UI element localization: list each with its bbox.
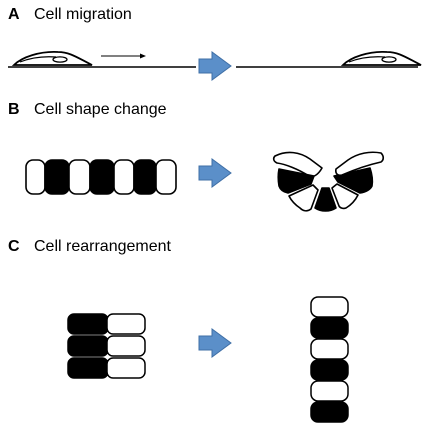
panel-c-label: C Cell rearrangement <box>8 238 171 256</box>
panel-a-diagram <box>8 51 422 81</box>
cell-light <box>310 296 349 318</box>
cell-dark <box>89 159 115 195</box>
cell-dark <box>310 359 349 381</box>
transition-arrow-a <box>198 51 232 81</box>
panel-b-diagram <box>25 151 385 212</box>
cell-sheet-before <box>67 313 146 379</box>
epithelial-row-flat <box>25 159 177 195</box>
cell-dark <box>67 335 109 357</box>
panel-c-letter: C <box>8 238 20 255</box>
cell-dark <box>44 159 70 195</box>
cell-dark <box>133 159 157 195</box>
wedge-cell-light <box>288 184 319 212</box>
cell-dark <box>310 401 349 423</box>
cell-dark <box>310 317 349 339</box>
panel-c-title: Cell rearrangement <box>34 238 171 255</box>
migrating-cell-before <box>11 51 93 66</box>
cell-light <box>310 380 349 402</box>
transition-arrow-b <box>198 158 232 188</box>
panel-b-title: Cell shape change <box>34 101 167 118</box>
wedge-cell-dark <box>277 168 315 194</box>
cell-light <box>68 159 91 195</box>
panel-a-title: Cell migration <box>34 6 132 23</box>
panel-a-label: A Cell migration <box>8 6 132 24</box>
cell-light <box>106 357 146 379</box>
cell-light <box>106 335 146 357</box>
panel-b-label: B Cell shape change <box>8 101 167 119</box>
cell-nucleus <box>381 56 397 63</box>
cell-light <box>113 159 135 195</box>
cell-light <box>155 159 177 195</box>
cell-dark <box>67 357 109 379</box>
migration-direction-arrow <box>101 53 146 59</box>
panel-b-letter: B <box>8 101 20 118</box>
cell-dark <box>67 313 109 335</box>
cell-nucleus <box>52 56 68 63</box>
wedge-cell-light <box>335 151 385 177</box>
cell-light <box>25 159 46 195</box>
wedge-cell-dark <box>314 187 337 212</box>
cell-light <box>310 338 349 360</box>
cell-light <box>106 313 146 335</box>
transition-arrow-c <box>198 328 232 358</box>
panel-c-diagram <box>67 296 349 423</box>
panel-a-letter: A <box>8 6 20 23</box>
migrating-cell-after <box>340 51 422 66</box>
wedge-cell-light <box>331 183 359 210</box>
cell-column-after <box>310 296 349 423</box>
epithelial-arc-bent <box>272 151 385 212</box>
